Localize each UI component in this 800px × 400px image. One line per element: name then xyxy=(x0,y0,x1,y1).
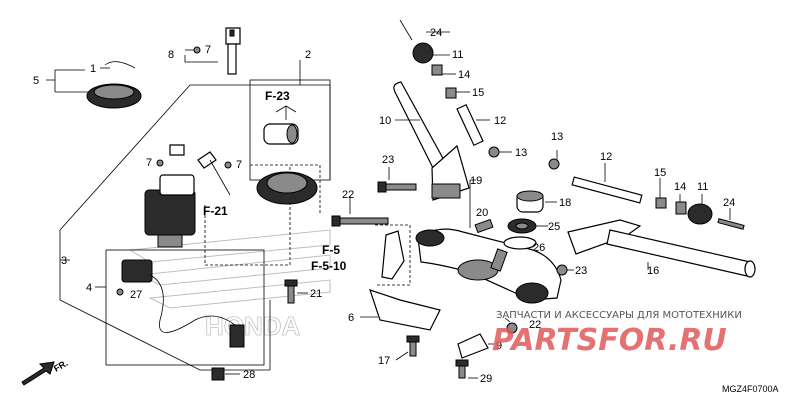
honda-logo-text: HONDA xyxy=(205,311,301,341)
callout-4: 4 xyxy=(86,282,92,294)
left-bar-end-parts xyxy=(399,19,512,158)
callout-15b: 15 xyxy=(654,167,666,179)
watermark-brand: PARTSFOR.RU xyxy=(492,323,727,358)
callout-8: 8 xyxy=(168,49,174,61)
callout-9: 9 xyxy=(496,340,502,352)
bolt-21 xyxy=(284,279,308,304)
key-part xyxy=(184,27,241,75)
watermark-line: ЗАПЧАСТИ И АКСЕССУАРЫ ДЛЯ МОТОТЕХНИКИ xyxy=(496,310,742,321)
callout-26: 26 xyxy=(533,242,545,254)
callout-7a: 7 xyxy=(205,44,211,56)
callout-18: 18 xyxy=(559,197,571,209)
callout-21: 21 xyxy=(310,288,322,300)
callout-22a: 22 xyxy=(342,189,354,201)
ref-f23: F-23 xyxy=(265,89,290,103)
ring-part xyxy=(46,61,142,109)
callout-24a: 24 xyxy=(430,27,442,39)
callout-25: 25 xyxy=(548,221,560,233)
top-bridge xyxy=(415,228,562,304)
callout-28: 28 xyxy=(243,369,255,381)
callout-23b: 23 xyxy=(575,265,587,277)
diagram-code: MGZ4F0700A xyxy=(722,384,779,394)
callout-3: 3 xyxy=(61,255,67,267)
callout-12b: 12 xyxy=(600,151,612,163)
callout-labels: 1 2 3 4 5 6 7 7 7 8 9 10 11 11 12 12 13 … xyxy=(33,27,735,385)
callout-27: 27 xyxy=(130,289,142,301)
bolts-top-clamp xyxy=(331,167,417,227)
callout-17: 17 xyxy=(378,355,390,367)
front-arrow xyxy=(21,361,55,386)
callout-1: 1 xyxy=(90,63,96,75)
callout-7c: 7 xyxy=(236,159,242,171)
callout-15a: 15 xyxy=(472,87,484,99)
lower-bracket xyxy=(360,289,518,379)
callout-13b: 13 xyxy=(551,131,563,143)
ref-f21: F-21 xyxy=(203,204,228,218)
reference-labels: F-23 F-21 F-5 F-5-10 xyxy=(203,89,347,273)
callout-24b: 24 xyxy=(723,197,735,209)
ref-f5: F-5 xyxy=(322,243,340,257)
callout-22b: 22 xyxy=(529,319,541,331)
bracket-19-20 xyxy=(469,179,494,234)
callout-14b: 14 xyxy=(674,181,686,193)
callout-29: 29 xyxy=(480,373,492,385)
callout-11b: 11 xyxy=(697,181,708,193)
right-bar-end-parts xyxy=(548,150,745,230)
left-handlebar xyxy=(393,81,470,201)
front-label: FR. xyxy=(52,358,70,374)
callout-14a: 14 xyxy=(458,69,470,81)
callout-10: 10 xyxy=(379,115,391,127)
callout-23a: 23 xyxy=(382,154,394,166)
inset-frame xyxy=(204,79,331,266)
callout-7b: 7 xyxy=(146,157,152,169)
callout-2: 2 xyxy=(305,49,311,61)
callout-16: 16 xyxy=(647,265,659,277)
harness-group xyxy=(95,249,265,381)
right-handlebar xyxy=(556,219,756,278)
honda-wing-logo: HONDA xyxy=(128,229,331,341)
ref-f5-10: F-5-10 xyxy=(311,259,347,273)
callout-19: 19 xyxy=(470,175,482,187)
callout-11a: 11 xyxy=(452,49,463,61)
ignition-switch xyxy=(144,144,232,248)
cap-and-washers xyxy=(503,190,557,250)
callout-20: 20 xyxy=(476,207,488,219)
lock-cylinder-inset xyxy=(256,105,318,205)
callout-6: 6 xyxy=(348,312,354,324)
callout-5: 5 xyxy=(33,75,39,87)
callout-12a: 12 xyxy=(494,115,506,127)
callout-13a: 13 xyxy=(515,147,527,159)
f5-bracket xyxy=(375,224,411,286)
